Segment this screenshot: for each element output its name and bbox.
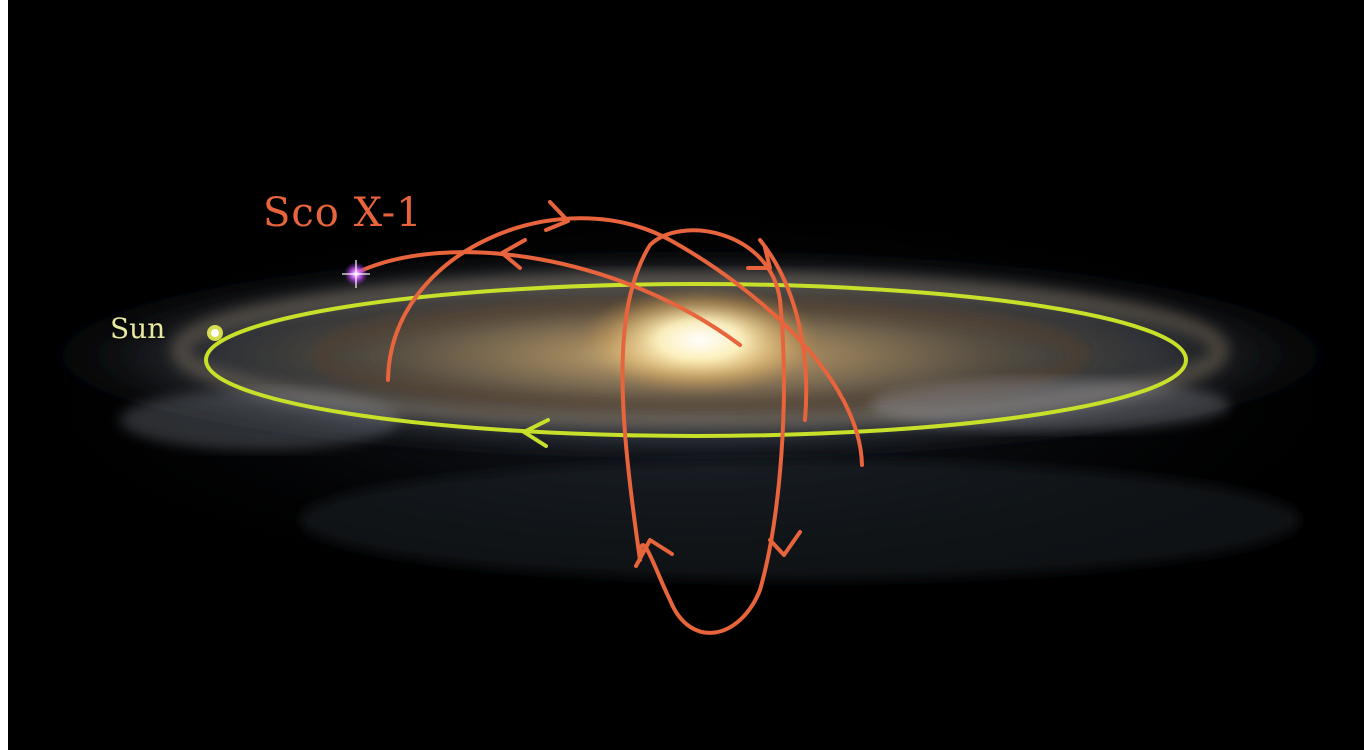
sun-label: Sun	[110, 312, 166, 345]
orbit-arrow-icon	[544, 200, 570, 232]
sco-x1-label: Sco X-1	[263, 190, 423, 236]
galaxy-scene	[8, 0, 1364, 750]
sun-orbit	[204, 282, 1188, 448]
orbit-arrow-icon	[746, 246, 772, 270]
purple-star-icon	[342, 260, 370, 288]
galactic-disk	[8, 190, 1364, 610]
orbit-arrow-icon	[768, 530, 802, 557]
orbit-arrow-icon	[634, 538, 674, 568]
galactic-bulge	[580, 285, 820, 395]
sco-x1-orbit	[356, 200, 864, 635]
sun-orbit-arrow-icon	[519, 418, 550, 448]
orbit-arrow-icon	[500, 238, 527, 270]
sun-circle-icon	[207, 325, 223, 341]
